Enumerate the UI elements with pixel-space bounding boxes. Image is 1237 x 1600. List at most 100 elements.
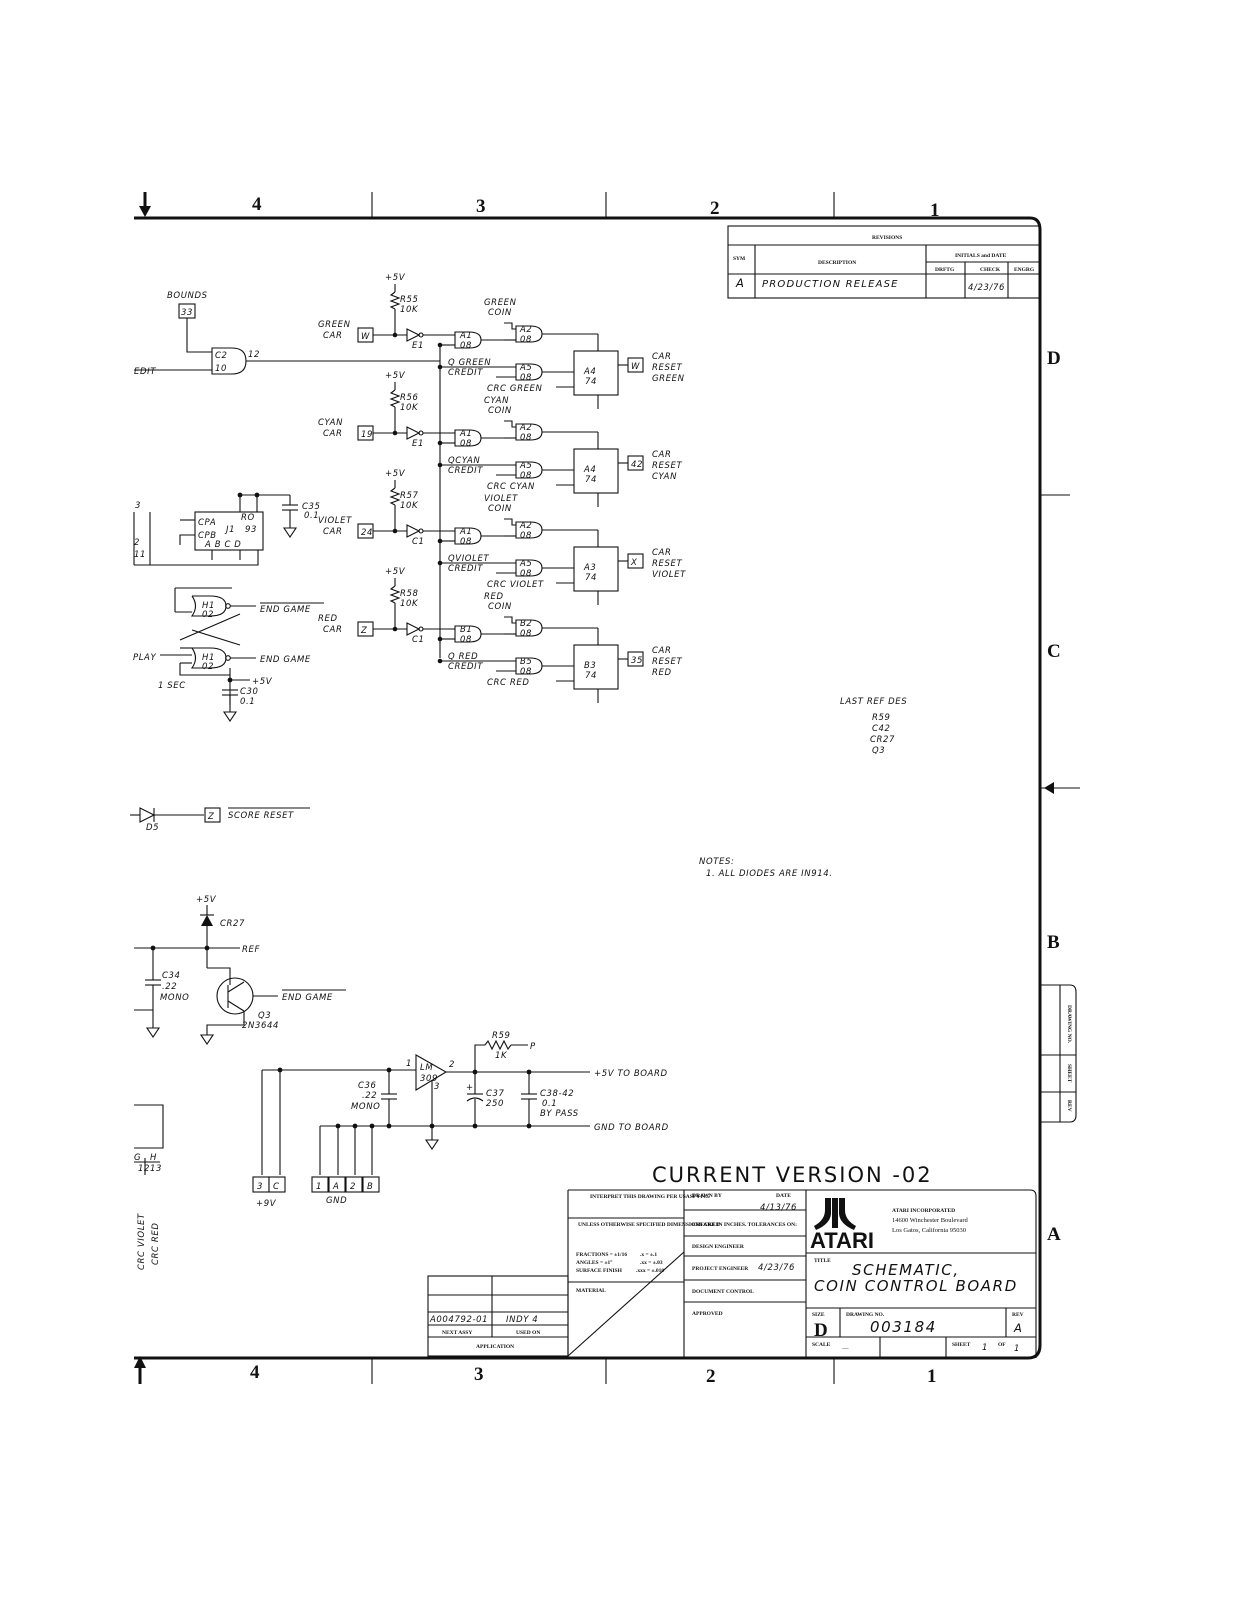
- output-pin-label-3: 35: [631, 656, 643, 666]
- svg-text:+: +: [466, 1083, 474, 1093]
- inverter-0: [406, 328, 421, 342]
- flipflop-type-3: 74: [585, 671, 597, 681]
- c34-type: MONO: [160, 993, 189, 1003]
- current-version: CURRENT VERSION -02: [652, 1163, 933, 1187]
- credit-gate-ref: C2: [215, 351, 228, 361]
- score-reset-label: SCORE RESET: [228, 811, 294, 821]
- notes: NOTES: 1. ALL DIODES ARE IN914.: [699, 857, 832, 879]
- tb-date: DATE: [776, 1193, 791, 1199]
- zone-top-4: 4: [252, 194, 262, 215]
- gate3-sub-2: 08: [520, 569, 532, 579]
- flipflop-ref-1: A4: [583, 465, 596, 475]
- conn-gnd-pin4: B: [367, 1182, 373, 1192]
- input-label-2: VIOLET: [318, 516, 352, 526]
- counter-ro: RO: [241, 513, 255, 523]
- resistor-value-2: 10K: [400, 501, 419, 511]
- tb-material: MATERIAL: [576, 1288, 606, 1294]
- tb-scale-label: SCALE: [812, 1342, 831, 1348]
- conn-9v-label: +9V: [256, 1199, 277, 1209]
- output-pin-3: [627, 651, 644, 667]
- regulator-type: 309: [420, 1074, 438, 1084]
- crc-label-3: CRC RED: [487, 678, 530, 688]
- ref-supply: +5V: [196, 895, 217, 905]
- credit-label-0: Q GREEN: [448, 358, 491, 368]
- output-pin-1: [627, 455, 644, 471]
- crc-label-1: CRC CYAN: [487, 482, 535, 492]
- output-label3-3: RED: [652, 668, 672, 678]
- h1-top-ref: H1: [202, 601, 215, 611]
- frag-h: H: [150, 1153, 157, 1163]
- bounds-pin: 33: [181, 308, 193, 318]
- gate2-ref-0: A2: [519, 325, 532, 335]
- conn-9v-pin2: C: [273, 1182, 280, 1192]
- gate3-sub-3: 08: [520, 667, 532, 677]
- zone-bottom-3: 3: [474, 1364, 484, 1385]
- tb-angles: ANGLES = ±1°: [576, 1259, 612, 1266]
- c36-value: .22: [362, 1091, 377, 1101]
- crc-label-2: CRC VIOLET: [487, 580, 544, 590]
- output-pin-0: [627, 357, 644, 373]
- output-label2-2: RESET: [652, 559, 682, 569]
- gate2-sub-2: 08: [520, 531, 532, 541]
- output-label2-3: RESET: [652, 657, 682, 667]
- zone-right-a: A: [1047, 1224, 1061, 1245]
- tb-title2: COIN CONTROL BOARD: [814, 1277, 1018, 1295]
- one-sec-label: 1 SEC: [158, 681, 186, 691]
- input-label-3: RED: [318, 614, 338, 624]
- output-label3-2: VIOLET: [652, 570, 686, 580]
- coin-label-3: RED: [484, 592, 504, 602]
- frag-13: 13: [150, 1164, 162, 1174]
- score-reset: D5 Z SCORE RESET: [130, 807, 310, 833]
- last-ref-des-label: LAST REF DES: [840, 697, 907, 707]
- counter-cpb: CPB: [198, 531, 217, 541]
- output-label-2: CAR: [652, 548, 671, 558]
- gate3-sub-0: 08: [520, 373, 532, 383]
- tb-project-engineer: PROJECT ENGINEER: [692, 1266, 749, 1272]
- out-5v-label: +5V TO BOARD: [594, 1069, 668, 1079]
- input-pin-label-1: 19: [361, 430, 373, 440]
- gate2-ref-3: B2: [520, 619, 532, 629]
- credit-label2-1: CREDIT: [448, 466, 483, 476]
- zone-top-3: 3: [476, 196, 486, 217]
- output-pin-label-0: W: [631, 362, 640, 372]
- revisions-check-label: CHECK: [980, 267, 1001, 273]
- counter-cpa: CPA: [198, 518, 216, 528]
- gate2-ref-2: A2: [519, 521, 532, 531]
- conn-gnd-pin1: 1: [316, 1182, 322, 1192]
- output-label2-1: RESET: [652, 461, 682, 471]
- c34-ref: C34: [162, 971, 181, 981]
- coin-label-2: VIOLET: [484, 494, 518, 504]
- r59-value: 1K: [495, 1051, 508, 1061]
- tb-project-date: 4/23/76: [758, 1263, 795, 1273]
- output-label-1: CAR: [652, 450, 671, 460]
- crc-label-0: CRC GREEN: [487, 384, 543, 394]
- revisions-initials-label: INITIALS and DATE: [955, 253, 1007, 259]
- flipflop-ref-2: A3: [583, 563, 596, 573]
- tb-title-label: TITLE: [814, 1258, 831, 1264]
- zone-bottom-2: 2: [706, 1366, 716, 1387]
- tb-sheet: 1: [982, 1343, 988, 1353]
- flipflop-0: [573, 350, 619, 396]
- flipflop-type-2: 74: [585, 573, 597, 583]
- atari-logo-text: ATARI: [810, 1228, 874, 1253]
- tb-design-engineer: DESIGN ENGINEER: [692, 1244, 745, 1250]
- zone-top-2: 2: [710, 198, 720, 219]
- tb-fractions: FRACTIONS = ±1/16: [576, 1252, 627, 1258]
- resistor-ref-3: R58: [400, 589, 419, 599]
- input-label2-0: CAR: [323, 331, 342, 341]
- credit-label-3: Q RED: [448, 652, 478, 662]
- q3-type: 2N3644: [242, 1021, 279, 1031]
- atari-logo: ATARI: [810, 1198, 874, 1253]
- inverter-ref-2: C1: [412, 537, 425, 547]
- credit-gate-out: 12: [248, 350, 260, 360]
- inverter-ref-0: E1: [412, 341, 424, 351]
- gate1-sub-3: 08: [460, 635, 472, 645]
- revision-check-date: 4/23/76: [968, 283, 1005, 293]
- c37-ref: C37: [486, 1089, 505, 1099]
- tb-checked: CHECKED: [692, 1222, 720, 1228]
- frag-12: 12: [138, 1164, 150, 1174]
- tb-size: D: [814, 1320, 828, 1341]
